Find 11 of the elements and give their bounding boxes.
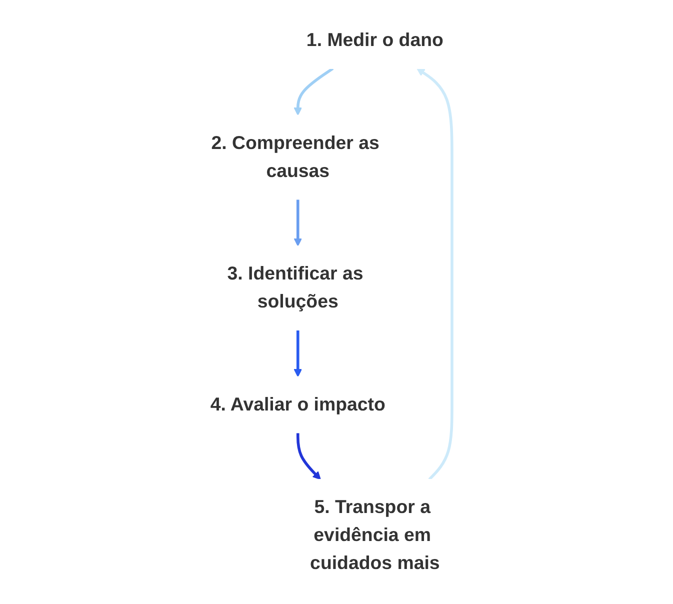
arrow	[416, 68, 454, 480]
arrow	[294, 67, 334, 116]
cycle-diagram: 1. Medir o dano 2. Compreender as causas 3. Identificar as soluções 4. Avaliar o impacto 5. Transpor a evidência em cuidados mais	[169, 5, 504, 599]
node-text: 4. Avaliar o impacto	[210, 394, 386, 416]
node-text: 1. Medir o dano	[306, 30, 444, 51]
arrow	[294, 330, 302, 378]
arrow	[294, 199, 302, 246]
node-text: 2. Compreender as causas	[211, 132, 380, 182]
node-text: 3. Identificar as soluções	[227, 264, 364, 312]
node-text: 5. Transpor a evidência em cuidados mais	[310, 497, 440, 574]
arrow	[296, 432, 321, 480]
